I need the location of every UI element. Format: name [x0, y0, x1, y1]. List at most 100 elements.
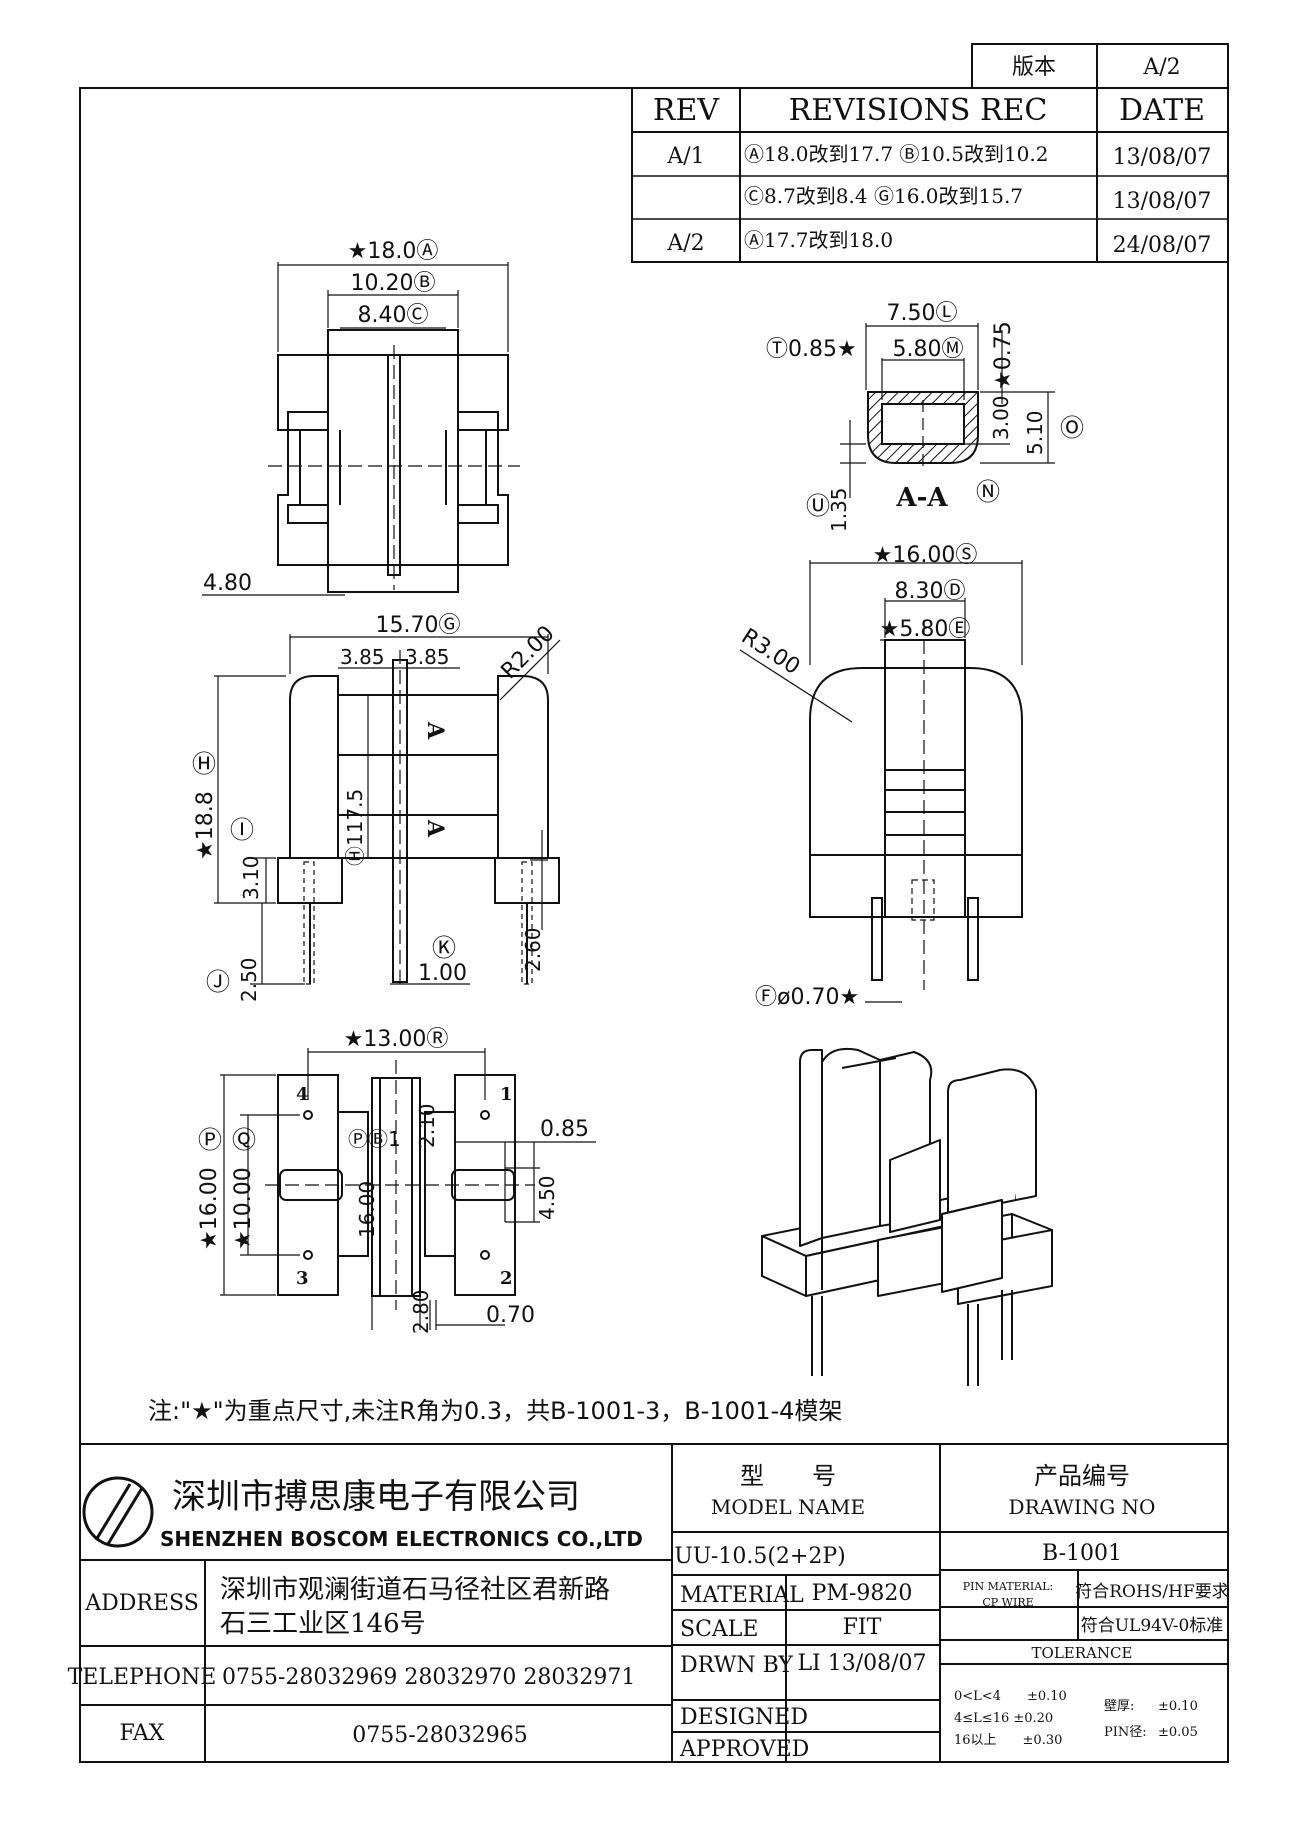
title-block-grid	[80, 1443, 1228, 1762]
rev-row-2-rec: Ⓒ8.7改到8.4 Ⓖ16.0改到15.7	[744, 184, 1023, 208]
dim-r3-00: R3.00	[737, 624, 805, 680]
dim-k-marker: Ⓚ	[432, 934, 456, 962]
material-value: PM-9820	[812, 1581, 913, 1606]
dim-8-30: 8.30Ⓓ	[895, 579, 966, 604]
dim-7-50: 7.50Ⓛ	[887, 301, 958, 326]
side-view	[739, 560, 1023, 1003]
dim-5-80: 5.80Ⓜ	[893, 337, 964, 362]
rev-row-2-date: 13/08/07	[1113, 189, 1212, 214]
dim-16-00-side: ★16.00Ⓢ	[873, 543, 978, 568]
dim-13-00: ★13.00Ⓡ	[344, 1027, 449, 1052]
address-line-1: 深圳市观澜街道石马径社区君新路	[220, 1575, 610, 1605]
dim-8-40: 8.40Ⓒ	[358, 303, 429, 328]
dim-0-70: 0.70	[486, 1303, 535, 1328]
rev-row-3-rec: Ⓐ17.7改到18.0	[744, 228, 893, 252]
dim-j-marker: Ⓙ	[206, 968, 230, 996]
dim-p-marker: Ⓟ	[198, 1126, 222, 1154]
dim-3-85-right: 3.85	[405, 645, 450, 669]
ul-compliance: 符合UL94V-0标准	[1081, 1616, 1224, 1636]
scale-value: FIT	[843, 1615, 882, 1640]
dim-18-0: ★18.0Ⓐ	[348, 239, 439, 264]
dim-p1-marker: ⓅⒷ1	[348, 1127, 401, 1151]
company-name-cn: 深圳市搏思康电子有限公司	[172, 1477, 580, 1517]
company-logo	[82, 1476, 154, 1548]
dim-q-marker: Ⓠ	[232, 1126, 256, 1154]
dim-2-50: 2.50	[237, 957, 261, 1002]
material-label: MATERIAL	[680, 1583, 804, 1608]
rev-row-1-date: 13/08/07	[1113, 145, 1212, 170]
rev-row-1-rev: A/1	[666, 144, 704, 169]
drawing-number: B-1001	[1042, 1541, 1122, 1566]
company-name-en: SHENZHEN BOSCOM ELECTRONICS CO.,LTD	[160, 1527, 643, 1551]
fax-value: 0755-28032965	[352, 1723, 527, 1748]
telephone-value: 0755-28032969 28032970 28032971	[222, 1665, 635, 1690]
dim-1-00: 1.00	[418, 961, 467, 986]
section-a-a	[840, 323, 1055, 498]
dim-0-75: ★0.75	[991, 321, 1016, 390]
rev-row-3-rev: A/2	[666, 231, 704, 256]
top-view	[202, 262, 520, 596]
front-view	[214, 634, 561, 990]
model-label-en: MODEL NAME	[711, 1495, 865, 1519]
dim-3-10: 3.10	[239, 855, 263, 900]
section-mark-a-lower: A	[422, 819, 448, 838]
dim-2-80: 2.80	[409, 1289, 433, 1334]
pin-label-4: 4	[296, 1084, 309, 1105]
drawn-by-label: DRWN BY	[680, 1653, 793, 1678]
drawing-label-cn: 产品编号	[1034, 1462, 1130, 1490]
revisions-table: REV REVISIONS REC DATE A/1 Ⓐ18.0改到17.7 Ⓑ…	[631, 87, 1229, 263]
pin-material-label: PIN MATERIAL:	[963, 1580, 1053, 1593]
pin-label-2: 2	[500, 1268, 513, 1289]
version-value: A/2	[1142, 55, 1180, 80]
address-label: ADDRESS	[84, 1591, 199, 1616]
date-header: DATE	[1119, 93, 1205, 128]
dim-o-marker: Ⓞ	[1060, 414, 1084, 442]
isometric-view	[761, 1047, 1053, 1386]
dim-4-80: 4.80	[203, 571, 252, 596]
dim-2-10: 2.10	[415, 1103, 439, 1148]
rev-header: REV	[653, 93, 720, 128]
tolerance-label: TOLERANCE	[1032, 1644, 1133, 1662]
model-label-cn: 型 号	[740, 1462, 836, 1490]
dim-h-marker: Ⓗ	[192, 750, 216, 778]
rohs-compliance: 符合ROHS/HF要求	[1075, 1582, 1229, 1602]
dim-3-85-left: 3.85	[340, 645, 385, 669]
address-line-2: 石三工业区146号	[220, 1609, 426, 1639]
version-label: 版本	[1012, 55, 1056, 80]
tolerance-range-2: 4≤L≤16 ±0.20	[954, 1711, 1053, 1726]
dim-10-00: ★10.00	[231, 1167, 256, 1250]
version-box: 版本 A/2	[971, 43, 1229, 89]
designed-label: DESIGNED	[680, 1705, 808, 1730]
dim-r2-00: R2.00	[497, 621, 560, 684]
wall-thickness-label: 壁厚:	[1104, 1699, 1134, 1714]
scale-label: SCALE	[680, 1617, 758, 1642]
rev-row-3-date: 24/08/07	[1113, 233, 1212, 258]
dim-16-00-bottom: ★16.00	[197, 1167, 222, 1250]
pin-diameter-value: ±0.05	[1158, 1725, 1198, 1740]
dim-17-5: Ⓗ117.5	[343, 789, 367, 866]
drawing-label-en: DRAWING NO	[1009, 1495, 1156, 1519]
approved-label: APPROVED	[679, 1737, 809, 1762]
dim-1-35: 1.35	[827, 487, 851, 532]
dim-n-marker: Ⓝ	[976, 478, 1000, 506]
pin-label-1: 1	[500, 1084, 513, 1105]
dim-2-60: 2.60	[521, 927, 545, 972]
dim-pin-diameter: Ⓕø0.70★	[755, 985, 859, 1010]
tolerance-range-3: 16以上 ±0.30	[954, 1733, 1062, 1748]
rec-header: REVISIONS REC	[789, 93, 1048, 128]
dim-u-marker: Ⓤ	[806, 492, 830, 520]
dim-16-00-inner: 16.00	[355, 1181, 379, 1238]
tolerance-range-1: 0<L<4 ±0.10	[954, 1689, 1067, 1704]
dim-10-20: 10.20Ⓑ	[351, 271, 436, 296]
cp-wire-label: CP WIRE	[982, 1596, 1033, 1609]
fax-label: FAX	[120, 1721, 165, 1746]
dim-15-70: 15.70Ⓖ	[376, 613, 461, 638]
telephone-label: TELEPHONE	[68, 1665, 217, 1690]
section-title: A-A	[895, 483, 948, 513]
dim-i-marker: Ⓘ	[230, 816, 254, 844]
wall-thickness-value: ±0.10	[1158, 1699, 1198, 1714]
drawn-by-value: LI 13/08/07	[797, 1651, 926, 1676]
dim-0-85: Ⓣ0.85★	[766, 337, 857, 362]
